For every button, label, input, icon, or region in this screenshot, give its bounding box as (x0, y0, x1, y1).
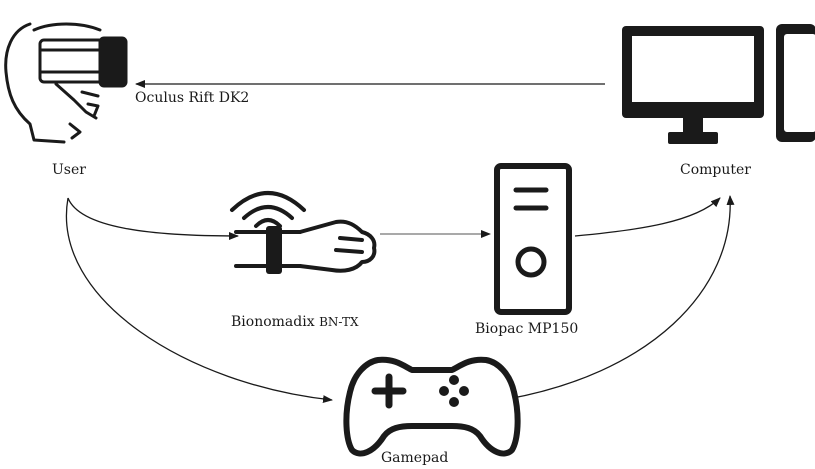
vr-headset-user-icon (4, 22, 128, 144)
biopac-unit-icon (494, 163, 572, 315)
gamepad-icon (343, 356, 521, 457)
oculus-label: Oculus Rift DK2 (135, 90, 250, 106)
edge-gamepad-to-computer (501, 195, 735, 401)
user-label: User (52, 162, 86, 178)
computer-label: Computer (680, 162, 751, 178)
connections (65, 80, 735, 404)
edge-biopac-to-computer (574, 197, 721, 237)
biopac-label: Biopac MP150 (475, 321, 579, 337)
wireless-wrist-sensor-icon (230, 191, 377, 274)
bionomadix-model: BN-TX (319, 315, 359, 329)
gamepad-label: Gamepad (381, 450, 449, 466)
bionomadix-name: Bionomadix (231, 314, 315, 330)
computer-tower-icon (776, 24, 815, 142)
edge-user-to-gamepad (65, 197, 333, 404)
bionomadix-label: Bionomadix BN-TX (231, 315, 359, 329)
computer-monitor-icon (622, 26, 764, 144)
edge-user-to-bionomadix (67, 197, 239, 240)
